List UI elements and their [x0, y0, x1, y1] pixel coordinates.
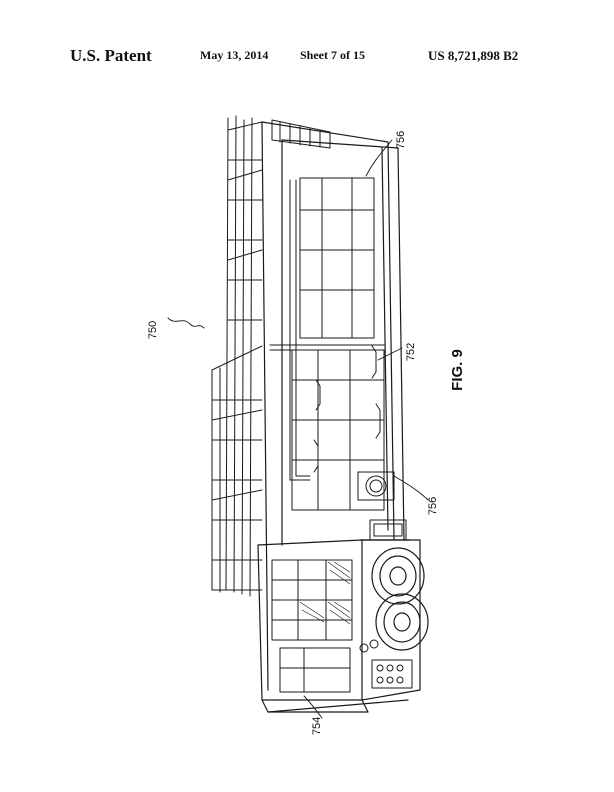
interior-shelving [269, 177, 407, 541]
hatched-panels [299, 561, 351, 625]
patent-header: U.S. Patent May 13, 2014 Sheet 7 of 15 U… [0, 46, 614, 72]
rear-compartment [271, 559, 353, 693]
figure-label: FIG. 9 [449, 349, 466, 391]
trailer-body [257, 121, 421, 713]
ref-756-bottom: 756 [427, 497, 439, 515]
roof-railing [211, 115, 331, 597]
patent-title: U.S. Patent [70, 46, 152, 65]
leader-lines [167, 139, 429, 719]
ref-756-top: 756 [395, 131, 407, 149]
ref-752: 752 [405, 343, 417, 361]
ref-754: 754 [311, 717, 323, 735]
rear-lights [359, 639, 413, 689]
ref-750: 750 [147, 321, 159, 339]
wheel-rear [375, 593, 429, 651]
sheet-number: Sheet 7 of 15 [300, 48, 365, 62]
wheel-front [371, 547, 425, 605]
patent-date: May 13, 2014 [200, 48, 269, 62]
patent-number: US 8,721,898 B2 [428, 48, 519, 63]
